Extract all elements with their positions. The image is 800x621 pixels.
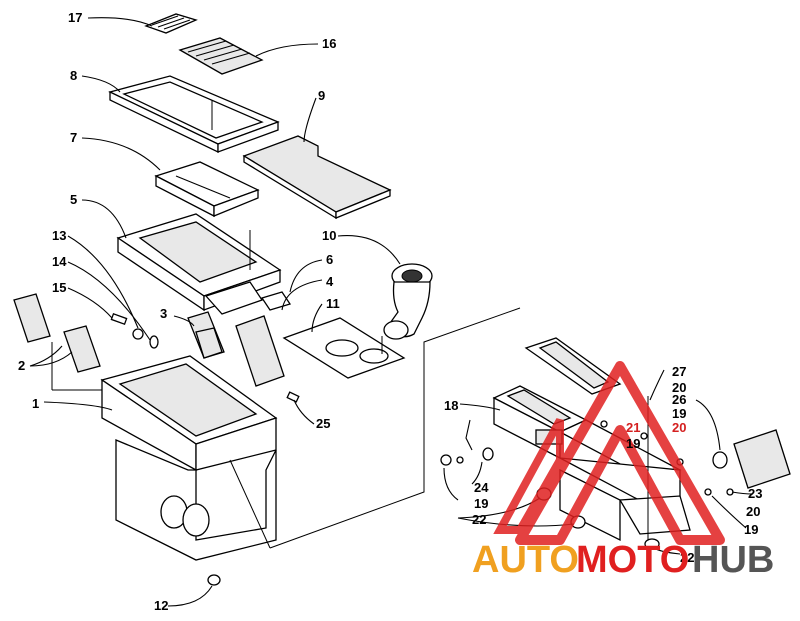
label-21: 21	[626, 420, 640, 435]
label-16: 16	[322, 36, 336, 51]
part-17-plate	[144, 13, 198, 34]
watermark-hub: HUB	[692, 539, 774, 581]
label-1: 1	[32, 396, 39, 411]
label-11: 11	[326, 296, 340, 311]
part-16-grille	[178, 37, 264, 75]
watermark-moto: MOTO	[576, 539, 689, 581]
label-20-right: 20	[746, 504, 760, 519]
label-17: 17	[68, 10, 82, 25]
label-7: 7	[70, 130, 77, 145]
part-11-base-plate	[282, 317, 406, 379]
label-3: 3	[160, 306, 167, 321]
label-22-left: 22	[472, 512, 486, 527]
part-2-side-filters	[13, 293, 101, 373]
part-7-tray	[154, 161, 260, 218]
label-23: 23	[748, 486, 762, 501]
part-6-bracket	[260, 291, 292, 311]
label-15: 15	[52, 280, 66, 295]
part-26-grommet	[712, 451, 728, 469]
label-13: 13	[52, 228, 66, 243]
label-18: 18	[444, 398, 458, 413]
part-1-main-housing	[100, 355, 278, 561]
label-25: 25	[316, 416, 330, 431]
part-12-drain-plug	[207, 574, 221, 586]
part-top-right-cover	[524, 337, 622, 395]
part-8-frame	[108, 75, 280, 154]
part-3-filter	[187, 311, 225, 359]
part-23-filter-element	[733, 429, 791, 489]
label-27: 27	[672, 364, 686, 379]
label-19-left: 19	[474, 496, 488, 511]
label-26: 26	[672, 392, 686, 407]
label-5: 5	[70, 192, 77, 207]
label-19-top: 19	[672, 406, 686, 421]
label-9: 9	[318, 88, 325, 103]
part-9-mat	[242, 135, 392, 220]
watermark: AUTO MOTO HUB	[472, 539, 774, 581]
label-12: 12	[154, 598, 168, 613]
watermark-logo-shape	[493, 361, 725, 545]
leader-lines	[29, 17, 753, 607]
part-25-screw	[286, 391, 300, 403]
label-8: 8	[70, 68, 77, 83]
label-19-right: 19	[744, 522, 758, 537]
label-19-mid: 19	[626, 436, 640, 451]
part-10-intake-elbow	[383, 263, 433, 340]
label-24: 24	[474, 480, 489, 495]
label-20-mid: 20	[672, 420, 686, 435]
callout-labels: 17 16 8 9 7 5 10 13 14 6 4 15 11 3 2 1 2…	[18, 10, 762, 613]
part-5-housing-lid	[116, 213, 282, 315]
label-6: 6	[326, 252, 333, 267]
label-4: 4	[326, 274, 334, 289]
watermark-auto: AUTO	[472, 539, 579, 581]
part-4-filter	[235, 315, 285, 387]
label-2: 2	[18, 358, 25, 373]
label-10: 10	[322, 228, 336, 243]
guide-lines	[51, 100, 649, 549]
label-22-bottom: 22	[680, 550, 694, 565]
label-20-top: 20	[672, 380, 686, 395]
label-14: 14	[52, 254, 67, 269]
fasteners-13-15	[110, 312, 159, 349]
